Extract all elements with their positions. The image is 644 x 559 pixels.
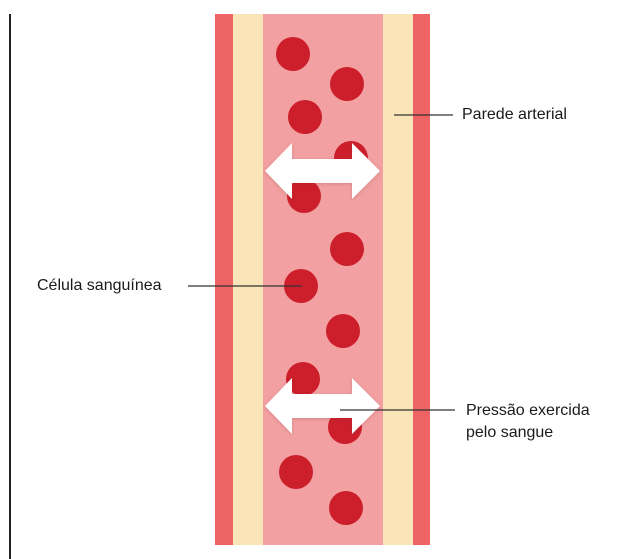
label-blood-pressure-line1: Pressão exercida: [466, 400, 590, 422]
blood-cell: [330, 67, 364, 101]
blood-cell: [276, 37, 310, 71]
blood-cell: [329, 491, 363, 525]
label-arterial-wall: Parede arterial: [462, 104, 567, 126]
label-blood-cell: Célula sanguínea: [37, 275, 162, 297]
middle-wall-left: [233, 14, 263, 545]
label-blood-pressure-line2: pelo sangue: [466, 422, 590, 444]
label-blood-pressure: Pressão exercida pelo sangue: [466, 400, 590, 444]
blood-cell: [279, 455, 313, 489]
middle-wall-right: [383, 14, 413, 545]
blood-cell: [288, 100, 322, 134]
outer-wall-left: [215, 14, 233, 545]
blood-cell: [330, 232, 364, 266]
outer-wall-right: [413, 14, 430, 545]
blood-cell: [326, 314, 360, 348]
blood-cell: [287, 179, 321, 213]
